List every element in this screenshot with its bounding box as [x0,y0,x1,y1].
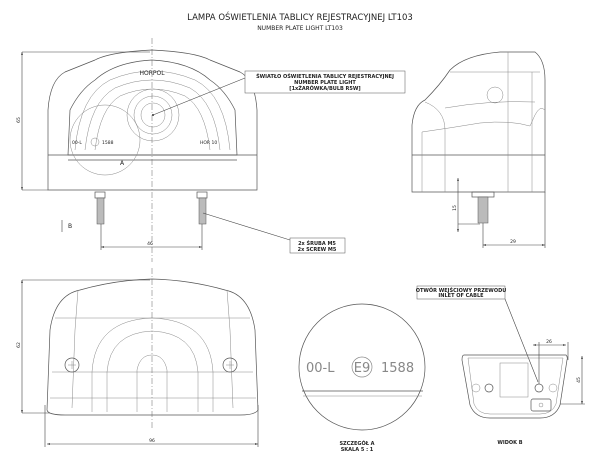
stud-left [96,197,105,225]
side-stud-nut [471,191,495,198]
lens-rings [74,70,231,151]
dim-front-height: 65 [16,117,22,123]
e-mark-circle-icon [351,356,373,378]
brand-embossing: HORPOL [139,70,165,77]
lamp-callout-line3: [1xŻARÓWKA/BULB R5W] [289,85,360,92]
marking-right: HOR 10 [200,140,217,146]
dim-view-b-height: 45 [576,377,582,383]
cable-inlet [530,398,552,412]
detail-a-caption: SZCZEGÓŁ A [339,440,374,447]
detail-marking-number: 1588 [381,361,414,376]
drawing-title: LAMPA OŚWIETLENIA TABLICY REJESTRACYJNEJ… [187,11,413,23]
view-b: OTWÓR WEJŚCIOWY PRZEWODU INLET OF CABLE … [416,285,585,446]
e-mark-icon [90,137,100,147]
dim-rear-height: 62 [16,342,22,348]
lamp-callout-line2: NUMBER PLATE LIGHT [294,80,356,86]
marking-left: 00-L [72,140,82,146]
drawing-subtitle: NUMBER PLATE LIGHT LT103 [257,25,343,32]
cable-callout-line2: INLET OF CABLE [438,293,484,299]
dim-view-b-width: 26 [546,339,552,345]
screw-head-left-icon [64,357,80,373]
side-view: 15 29 [411,51,546,248]
front-view: HORPOL 00-L 1588 HOR 10 A 65 46 B [16,38,258,262]
dim-side-stud: 15 [452,205,458,211]
stud-right [198,197,207,225]
dim-stud-spacing: 46 [147,241,153,247]
detail-e-mark: E9 [354,361,371,376]
view-b-caption: WIDOK B [497,440,522,446]
lamp-callout: ŚWIATŁO OŚWIETLENIA TABLICY REJESTRACYJN… [152,70,406,116]
detail-a-scale: SKALA 5 : 1 [341,447,374,453]
marking-number: 1588 [102,140,114,146]
screw-head-right-icon [222,357,238,373]
detail-a-view: 00-L E9 1588 SZCZEGÓŁ A SKALA 5 : 1 [298,303,426,453]
detail-a-label: A [120,160,125,167]
detail-a-circle [69,104,141,176]
lamp-callout-line1: ŚWIATŁO OŚWIETLENIA TABLICY REJESTRACYJN… [256,73,394,80]
screw-callout: 2x ŚRUBA M5 2x SCREW M5 [202,212,346,254]
rear-view: 62 96 [16,268,259,447]
stud-nut-left [94,191,106,199]
side-stud [477,196,489,224]
screw-callout-line2: 2x SCREW M5 [298,247,337,253]
screw-callout-line1: 2x ŚRUBA M5 [298,240,336,247]
cable-callout-line1: OTWÓR WEJŚCIOWY PRZEWODU [416,287,507,294]
stud-nut-right [196,191,208,199]
dim-rear-width: 96 [149,438,155,444]
detail-marking-left: 00-L [306,361,335,376]
dim-side-depth: 29 [510,239,516,245]
view-b-label: B [68,223,72,230]
